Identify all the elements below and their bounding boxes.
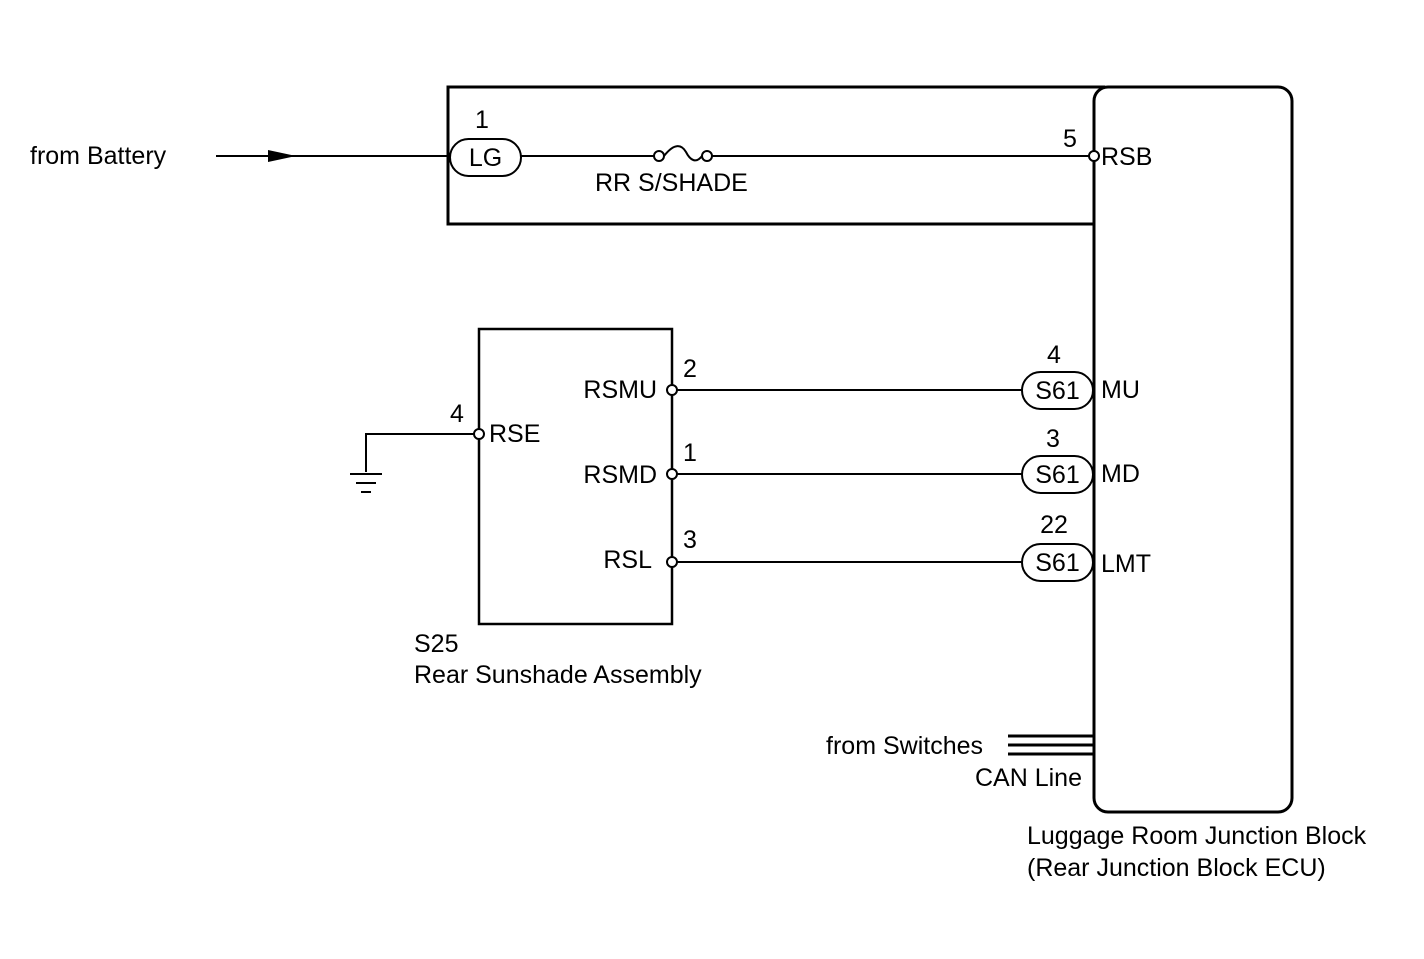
rsb-name-label: RSB	[1101, 143, 1152, 171]
ground-wire	[365, 433, 474, 472]
battery-arrow-icon	[268, 150, 296, 162]
junction-block-outline	[1092, 85, 1294, 814]
md-name-label: MD	[1101, 460, 1140, 488]
rsmd-terminal	[666, 468, 678, 480]
junction-block-name-line1: Luggage Room Junction Block	[1027, 822, 1367, 850]
fuse-icon	[663, 145, 703, 162]
rsl-terminal	[666, 556, 678, 568]
fuse-terminal-left	[653, 150, 665, 162]
rsmu-terminal	[666, 384, 678, 396]
rse-terminal	[473, 428, 485, 440]
mu-connector-label: S61	[1035, 377, 1079, 405]
switches-label: from Switches	[826, 732, 983, 760]
lmt-pin-label: 22	[1040, 511, 1068, 539]
s61-connector-lmt	[1021, 543, 1094, 582]
fuse-label: RR S/SHADE	[595, 169, 748, 197]
junction-block-name-line2: (Rear Junction Block ECU)	[1027, 854, 1326, 882]
rsmd-pin-label: 1	[683, 439, 697, 467]
lg-connector-label: LG	[469, 144, 502, 172]
rse-pin-label: 4	[450, 400, 464, 428]
sunshade-name-label: Rear Sunshade Assembly	[414, 661, 702, 689]
rsl-name-label: RSL	[603, 546, 652, 574]
lmt-name-label: LMT	[1101, 550, 1151, 578]
lg-connector	[449, 138, 522, 177]
mu-pin-label: 4	[1047, 341, 1061, 369]
md-pin-label: 3	[1046, 425, 1060, 453]
rsl-pin-label: 3	[683, 526, 697, 554]
rsb-pin-label: 5	[1063, 125, 1077, 153]
rsmu-name-label: RSMU	[583, 376, 657, 404]
s61-connector-md	[1021, 455, 1094, 494]
rsmd-name-label: RSMD	[583, 461, 657, 489]
mu-name-label: MU	[1101, 376, 1140, 404]
s61-connector-mu	[1021, 371, 1094, 410]
can-label: CAN Line	[975, 764, 1082, 792]
fuse-terminal-right	[701, 150, 713, 162]
md-connector-label: S61	[1035, 461, 1079, 489]
battery-label: from Battery	[30, 142, 167, 170]
sunshade-code-label: S25	[414, 630, 458, 658]
lmt-connector-label: S61	[1035, 549, 1079, 577]
lg-pin-label: 1	[475, 106, 489, 134]
rsb-terminal	[1088, 150, 1100, 162]
rse-name-label: RSE	[489, 420, 540, 448]
rsmu-pin-label: 2	[683, 355, 697, 383]
